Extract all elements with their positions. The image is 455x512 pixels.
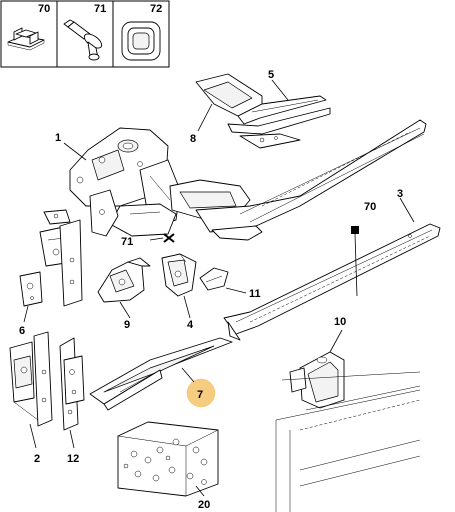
bracket-part-4 bbox=[161, 253, 197, 297]
leader-lines bbox=[23, 79, 415, 497]
callout-9: 9 bbox=[124, 319, 130, 331]
clip-part-11 bbox=[199, 267, 229, 291]
stud-icon bbox=[63, 19, 103, 61]
highlight-bubble-7 bbox=[186, 378, 216, 408]
marker-70-square bbox=[351, 226, 359, 234]
header-label-71: 71 bbox=[94, 3, 106, 15]
callout-7: 7 bbox=[197, 389, 203, 401]
callout-11: 11 bbox=[249, 288, 261, 300]
callout-3: 3 bbox=[397, 188, 403, 200]
bracket-part-10 bbox=[289, 351, 345, 409]
callout-12: 12 bbox=[67, 453, 79, 465]
front-structure-part-1 bbox=[39, 119, 427, 307]
marker-71-cross bbox=[149, 233, 175, 243]
bracket-part-9 bbox=[97, 257, 151, 303]
grommet-icon bbox=[121, 21, 161, 61]
callout-2: 2 bbox=[34, 453, 40, 465]
bracket-part-12 bbox=[59, 337, 85, 431]
callout-20: 20 bbox=[198, 499, 210, 511]
callout-1: 1 bbox=[55, 132, 61, 144]
callout-71: 71 bbox=[121, 236, 133, 248]
sill-part-3 bbox=[223, 223, 441, 341]
callout-8: 8 bbox=[190, 133, 196, 145]
bracket-part-2 bbox=[9, 331, 53, 427]
callout-10: 10 bbox=[334, 316, 346, 328]
callout-5: 5 bbox=[268, 69, 274, 81]
rail-part-5 bbox=[195, 73, 331, 149]
callout-numbers: 1 5 8 3 70 71 11 4 9 6 10 7 2 12 20 bbox=[19, 69, 403, 511]
callout-6: 6 bbox=[19, 325, 25, 337]
callout-70: 70 bbox=[364, 201, 376, 213]
callout-4: 4 bbox=[187, 319, 194, 331]
header-label-70: 70 bbox=[38, 3, 50, 15]
fastener-kit-part-20 bbox=[117, 421, 219, 497]
plate-part-6 bbox=[19, 271, 43, 307]
clip-icon bbox=[7, 27, 45, 51]
vehicle-context-outline bbox=[275, 371, 421, 512]
header-parts-table: 70 71 72 bbox=[0, 0, 170, 68]
floor-rail-part-7 bbox=[89, 337, 233, 411]
header-label-72: 72 bbox=[150, 3, 162, 15]
